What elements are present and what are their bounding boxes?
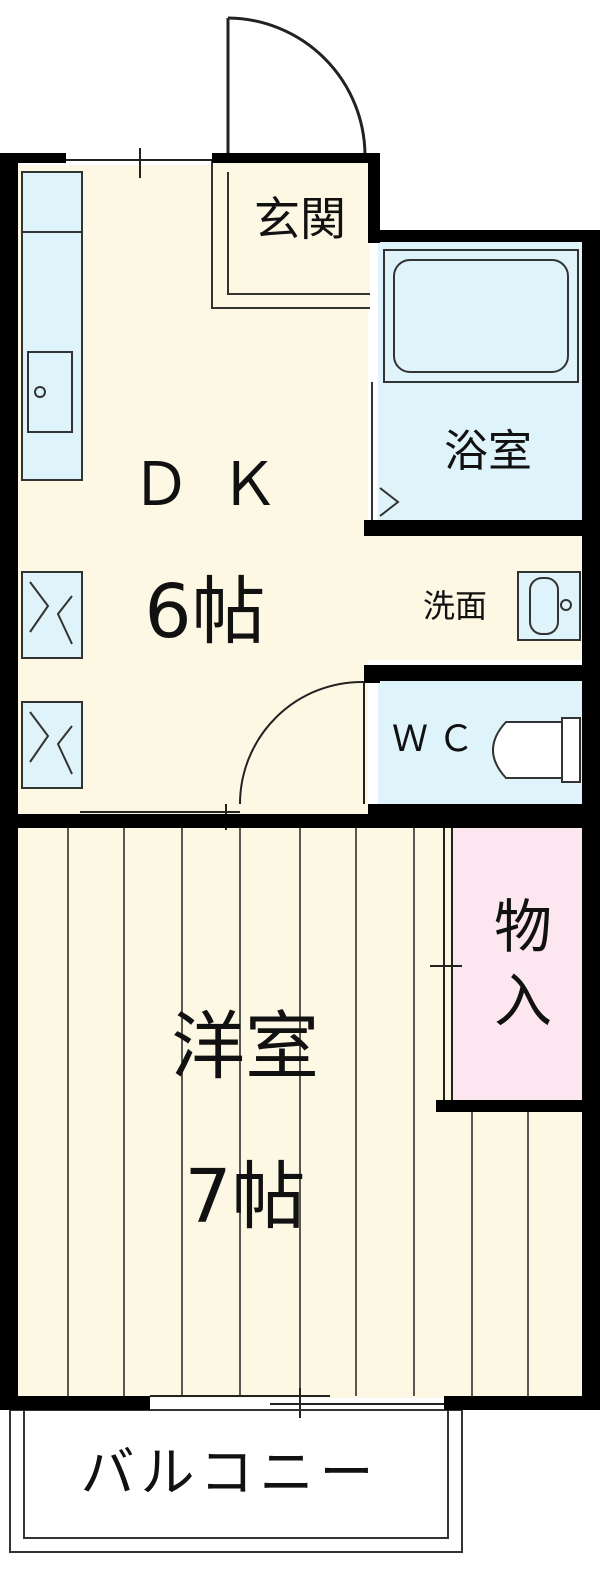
toilet-icon: [492, 721, 563, 779]
walls: [0, 153, 600, 1410]
bathtub-inner-icon: [393, 259, 569, 373]
balcony-rail-inner: [23, 1409, 449, 1539]
bathroom-label: 浴室: [444, 426, 532, 477]
sliding-window-balcony: [150, 1388, 444, 1418]
washroom-label: 洗面: [422, 587, 487, 625]
toilet-label: ＷＣ: [391, 719, 484, 760]
interior-door-swing: [239, 680, 365, 805]
entrance-inner-step: [227, 172, 370, 295]
entrance-floor: [212, 160, 370, 310]
western-room-size: 7帖: [184, 1154, 306, 1240]
window-left-upper: [21, 571, 83, 659]
bathroom-floor: [378, 240, 582, 520]
bath-door-icon: [379, 487, 400, 517]
storage-floor: [452, 828, 582, 1100]
sliding-window-top: [66, 148, 212, 178]
western-room-label: 洋室: [171, 1004, 319, 1090]
storage-label-bottom: 入: [493, 967, 552, 1035]
bathtub-icon: [383, 249, 579, 383]
window-left-lower: [21, 701, 83, 789]
front-door-swing: [227, 16, 367, 157]
dining-kitchen-label: ＤＫ: [131, 450, 307, 520]
washbasin-bowl-icon: [529, 577, 559, 635]
balcony-label: バルコニー: [80, 1441, 380, 1504]
balcony-floor: [10, 1412, 462, 1552]
washbasin-icon: [517, 571, 581, 641]
storage-label-top: 物: [493, 893, 552, 961]
sliding-door-storage: [430, 828, 462, 1102]
entrance-step: [211, 160, 370, 309]
sink-drain-icon: [34, 386, 46, 398]
sink-icon: [27, 351, 73, 433]
toilet-tank-icon: [561, 717, 581, 783]
floorboard-lines: [67, 828, 529, 1396]
kitchen-counter: [21, 171, 83, 481]
entrance-label: 玄関: [254, 192, 346, 246]
washbasin-tap-icon: [560, 599, 572, 611]
dining-kitchen-size: 6帖: [144, 569, 266, 655]
